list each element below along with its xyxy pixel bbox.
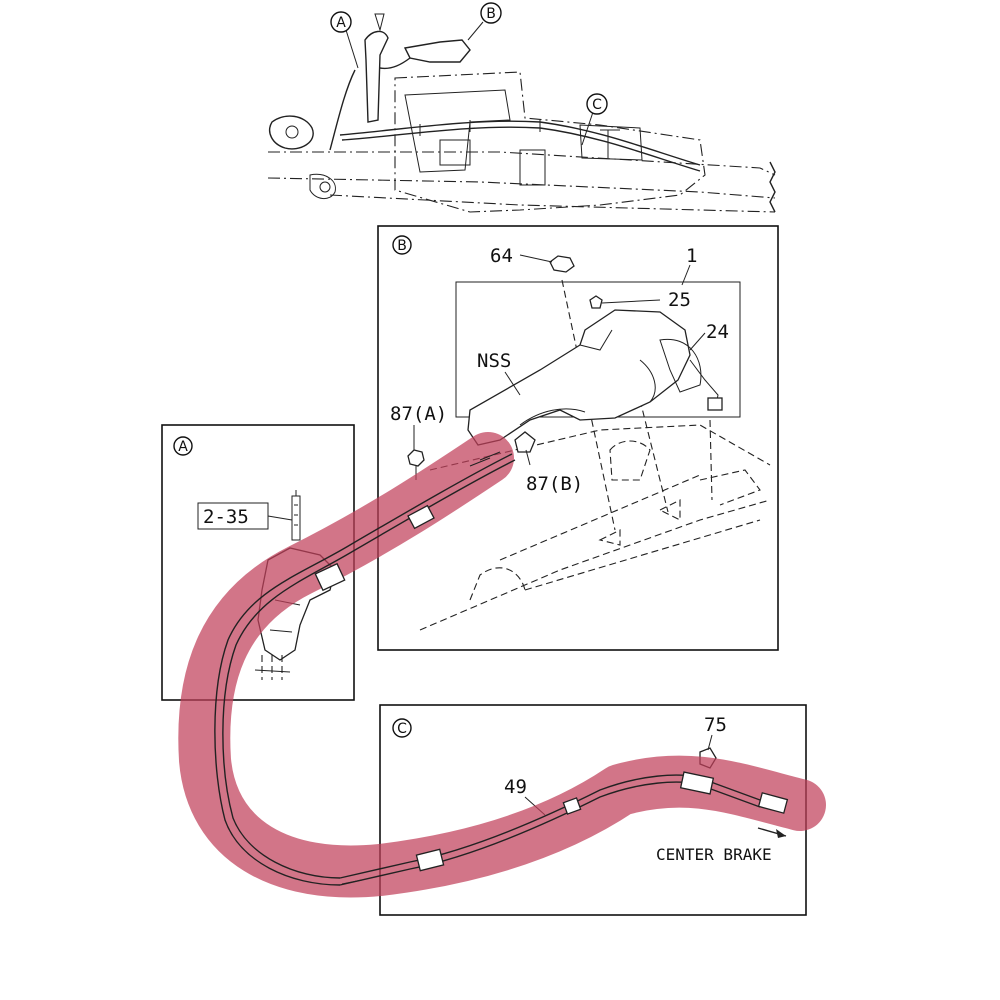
callout-b-overview: B bbox=[480, 2, 502, 24]
label-1: 1 bbox=[686, 245, 697, 267]
svg-text:C: C bbox=[592, 97, 602, 113]
chassis-overview bbox=[267, 13, 776, 213]
label-24: 24 bbox=[706, 321, 729, 343]
detail-box-b bbox=[377, 225, 779, 651]
box-a-labels: A 2-35 bbox=[173, 436, 249, 528]
label-nss: NSS bbox=[477, 350, 511, 372]
callout-a-overview: A bbox=[330, 11, 352, 33]
center-brake-label: CENTER BRAKE bbox=[656, 845, 772, 864]
callout-c-overview: C bbox=[586, 93, 608, 115]
label-64: 64 bbox=[490, 245, 513, 267]
svg-text:A: A bbox=[336, 15, 346, 31]
callout-a-detail: A bbox=[178, 439, 188, 455]
label-75: 75 bbox=[704, 714, 727, 736]
callout-b-detail: B bbox=[397, 238, 407, 254]
label-87a: 87(A) bbox=[390, 403, 447, 425]
label-2-35: 2-35 bbox=[203, 506, 249, 528]
label-25: 25 bbox=[668, 289, 691, 311]
box-b-labels: B 64 1 25 24 NSS 87(A) 87(B) bbox=[390, 235, 729, 495]
label-87b: 87(B) bbox=[526, 473, 583, 495]
parking-brake-cable bbox=[214, 451, 789, 886]
box-c-labels: C 75 49 CENTER BRAKE bbox=[392, 714, 772, 864]
label-49: 49 bbox=[504, 776, 527, 798]
cable-highlight bbox=[178, 432, 826, 898]
callout-c-detail: C bbox=[397, 721, 407, 737]
svg-text:B: B bbox=[486, 6, 496, 22]
